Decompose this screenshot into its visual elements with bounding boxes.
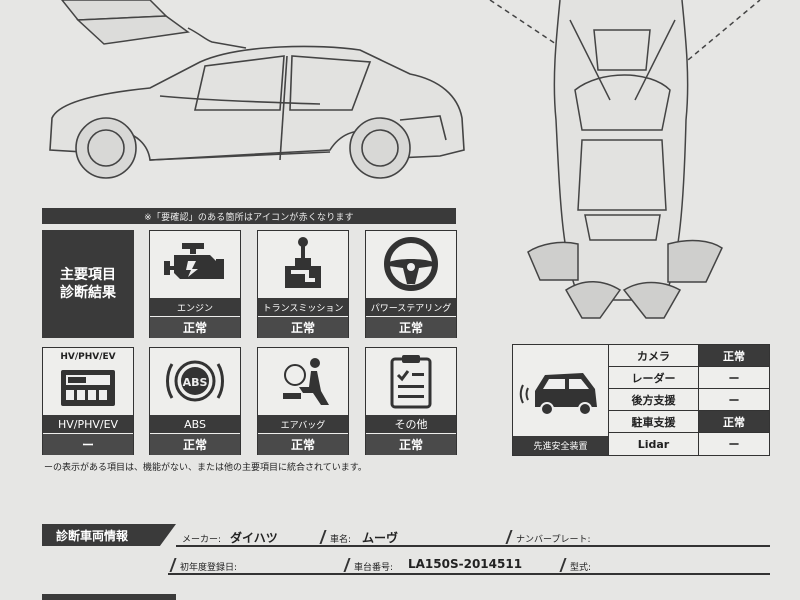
- adas-row-radar: レーダー ー: [609, 367, 769, 389]
- svg-text:ABS: ABS: [183, 376, 208, 389]
- hv-status: ー: [43, 434, 133, 455]
- notice-bar: ※「要確認」のある箇所はアイコンが赤くなります: [42, 208, 456, 224]
- model-value: ムーヴ: [362, 531, 399, 545]
- footnote: ーの表示がある項目は、機能がない、または他の主要項目に統合されています。: [44, 463, 367, 473]
- divider: [169, 558, 177, 572]
- checklist-icon: [366, 348, 456, 414]
- vehicle-info-underline-2: [168, 573, 770, 575]
- adas-row-name: 後方支援: [609, 389, 699, 410]
- adas-row-lidar: Lidar ー: [609, 433, 769, 455]
- gear-shift-icon: [258, 231, 348, 297]
- chassis-label: 車台番号:: [354, 563, 394, 573]
- divider: [505, 530, 513, 544]
- abs-label: ABS: [150, 415, 240, 433]
- airbag-label: エアバッグ: [258, 415, 348, 433]
- power-steering-status: 正常: [366, 317, 456, 338]
- maker-value: ダイハツ: [230, 531, 278, 545]
- engine-status: 正常: [150, 317, 240, 338]
- power-steering-card: パワーステアリング 正常: [365, 230, 457, 338]
- hv-label: HV/PHV/EV: [43, 415, 133, 433]
- adas-row-name: レーダー: [609, 367, 699, 388]
- other-card: その他 正常: [365, 347, 457, 455]
- adas-row-value: 正常: [699, 411, 769, 432]
- hv-top-label: HV/PHV/EV: [60, 352, 116, 362]
- vehicle-info-title: 診断車両情報: [42, 524, 176, 546]
- model-label: 車名:: [330, 535, 352, 545]
- adas-row-value: ー: [728, 438, 740, 451]
- transmission-label: トランスミッション: [258, 298, 348, 316]
- adas-panel: 先進安全装置: [513, 345, 609, 455]
- section-bar: [42, 594, 176, 600]
- adas-row-value: ー: [728, 393, 740, 407]
- adas-row-value: 正常: [699, 345, 769, 366]
- transmission-card: トランスミッション 正常: [257, 230, 349, 338]
- abs-icon: ABS: [150, 348, 240, 414]
- main-label-line2: 診断結果: [60, 285, 116, 301]
- adas-row-parking-assist: 駐車支援 正常: [609, 411, 769, 433]
- car-sensor-icon: [519, 373, 597, 416]
- type-label: 型式:: [570, 563, 592, 573]
- other-status: 正常: [366, 434, 456, 455]
- top-car-icon: [489, 0, 761, 319]
- airbag-icon: [258, 348, 348, 414]
- abs-status: 正常: [150, 434, 240, 455]
- hv-card: HV/PHV/EV HV/PHV/EV ー: [42, 347, 134, 455]
- engine-card: エンジン 正常: [149, 230, 241, 338]
- engine-label: エンジン: [150, 298, 240, 316]
- adas-row-name: カメラ: [609, 345, 699, 366]
- main-label-line1: 主要項目: [60, 267, 116, 283]
- airbag-card: エアバッグ 正常: [257, 347, 349, 455]
- vehicle-diagram: [49, 0, 761, 319]
- steering-wheel-icon: [366, 231, 456, 297]
- adas-row-value: ー: [728, 371, 740, 385]
- abs-card: ABS ABS 正常: [149, 347, 241, 455]
- vehicle-info-underline-1: [176, 545, 770, 547]
- engine-icon: [150, 231, 240, 297]
- plate-label: ナンバープレート:: [516, 535, 591, 545]
- adas-label: 先進安全装置: [513, 436, 608, 455]
- adas-row-rear-assist: 後方支援 ー: [609, 389, 769, 411]
- adas-row-camera: カメラ 正常: [609, 345, 769, 367]
- power-steering-label: パワーステアリング: [366, 298, 456, 316]
- laptop-icon: [61, 0, 247, 49]
- airbag-status: 正常: [258, 434, 348, 455]
- battery-meter-icon: [43, 362, 133, 414]
- maker-label: メーカー:: [182, 535, 222, 545]
- divider: [559, 558, 567, 572]
- transmission-status: 正常: [258, 317, 348, 338]
- chassis-value: LA150S-2014511: [408, 557, 523, 571]
- divider: [319, 530, 327, 544]
- other-label: その他: [366, 415, 456, 433]
- adas-row-name: Lidar: [609, 433, 699, 455]
- main-items-label: 主要項目 診断結果: [42, 230, 134, 338]
- adas-table: 先進安全装置 カメラ 正常 レーダー ー 後方支援 ー 駐車支援 正常 Lida…: [512, 344, 770, 456]
- first-registration-label: 初年度登録日:: [180, 563, 238, 573]
- divider: [343, 558, 351, 572]
- side-car-icon: [49, 45, 465, 179]
- adas-row-name: 駐車支援: [609, 411, 699, 432]
